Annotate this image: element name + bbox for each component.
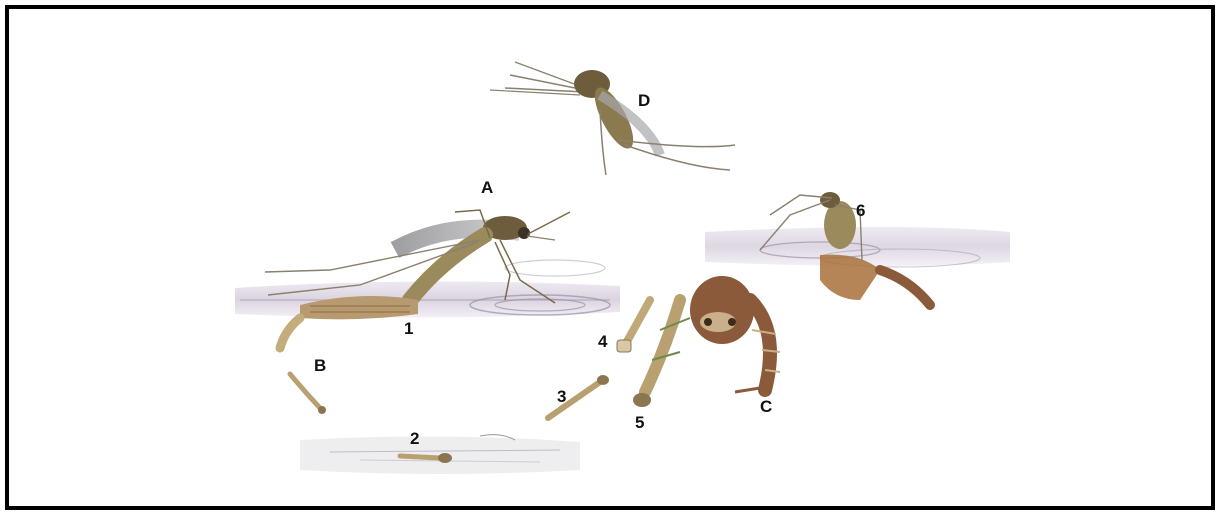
adult-mosquito-flying <box>490 62 735 175</box>
label-B: B <box>314 357 326 374</box>
larva-breathing <box>617 300 650 352</box>
water-surface-bottom <box>300 435 580 474</box>
label-6: 6 <box>856 202 865 219</box>
label-4: 4 <box>598 333 607 350</box>
label-2: 2 <box>410 430 419 447</box>
label-A: A <box>481 179 493 196</box>
label-C: C <box>760 398 772 415</box>
label-5: 5 <box>635 414 644 431</box>
label-1: 1 <box>404 320 413 337</box>
pupa <box>690 276 780 392</box>
label-D: D <box>638 92 650 109</box>
label-3: 3 <box>557 388 566 405</box>
